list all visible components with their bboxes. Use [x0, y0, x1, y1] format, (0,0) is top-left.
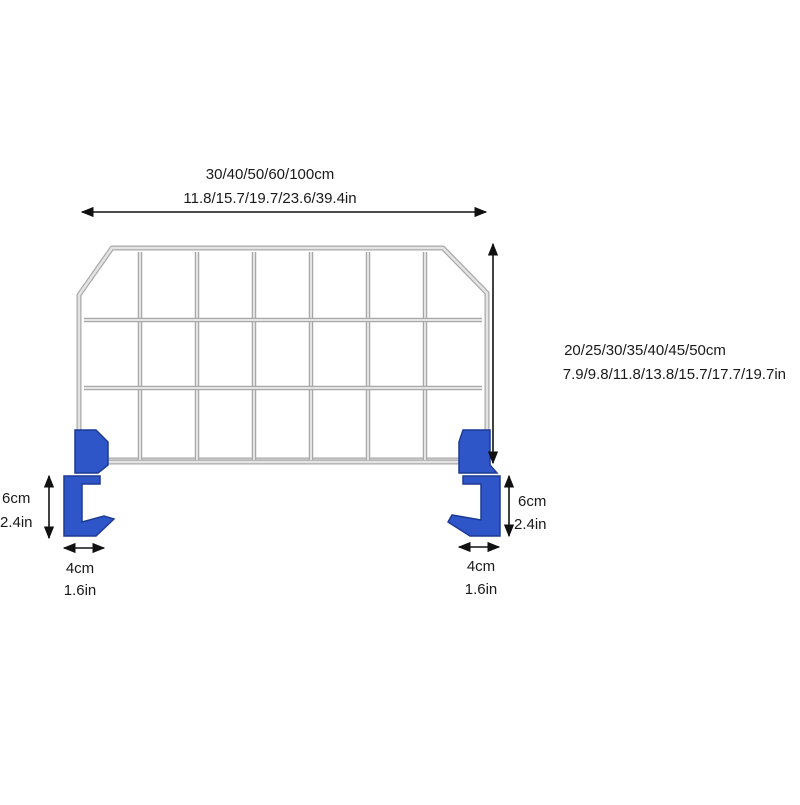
left-hook-height-in: 2.4in [0, 514, 33, 531]
blue-mounting-clip-icon [63, 429, 116, 537]
right-hook-depth-in: 1.6in [464, 581, 498, 598]
width-label-in: 11.8/15.7/19.7/23.6/39.4in [183, 190, 357, 207]
wire-grid-panel-icon [76, 245, 490, 465]
left-hook-depth-cm: 4cm [65, 560, 95, 577]
width-label-cm: 30/40/50/60/100cm [205, 166, 335, 183]
right-hook-upper [458, 429, 499, 474]
panel-grid-wires [84, 252, 482, 460]
height-label-cm: 20/25/30/35/40/45/50cm [564, 342, 726, 359]
right-hook-lower [446, 475, 501, 537]
right-hook-depth-cm: 4cm [466, 558, 496, 575]
left-hook-upper [74, 429, 109, 474]
left-hook-depth-in: 1.6in [63, 582, 97, 599]
left-hook-height-cm: 6cm [2, 490, 31, 507]
right-hook-height-cm: 6cm [518, 493, 547, 510]
left-hook-lower [63, 475, 116, 537]
right-hook-height-in: 2.4in [514, 516, 547, 533]
height-label-in: 7.9/9.8/11.8/13.8/15.7/17.7/19.7in [562, 366, 786, 383]
